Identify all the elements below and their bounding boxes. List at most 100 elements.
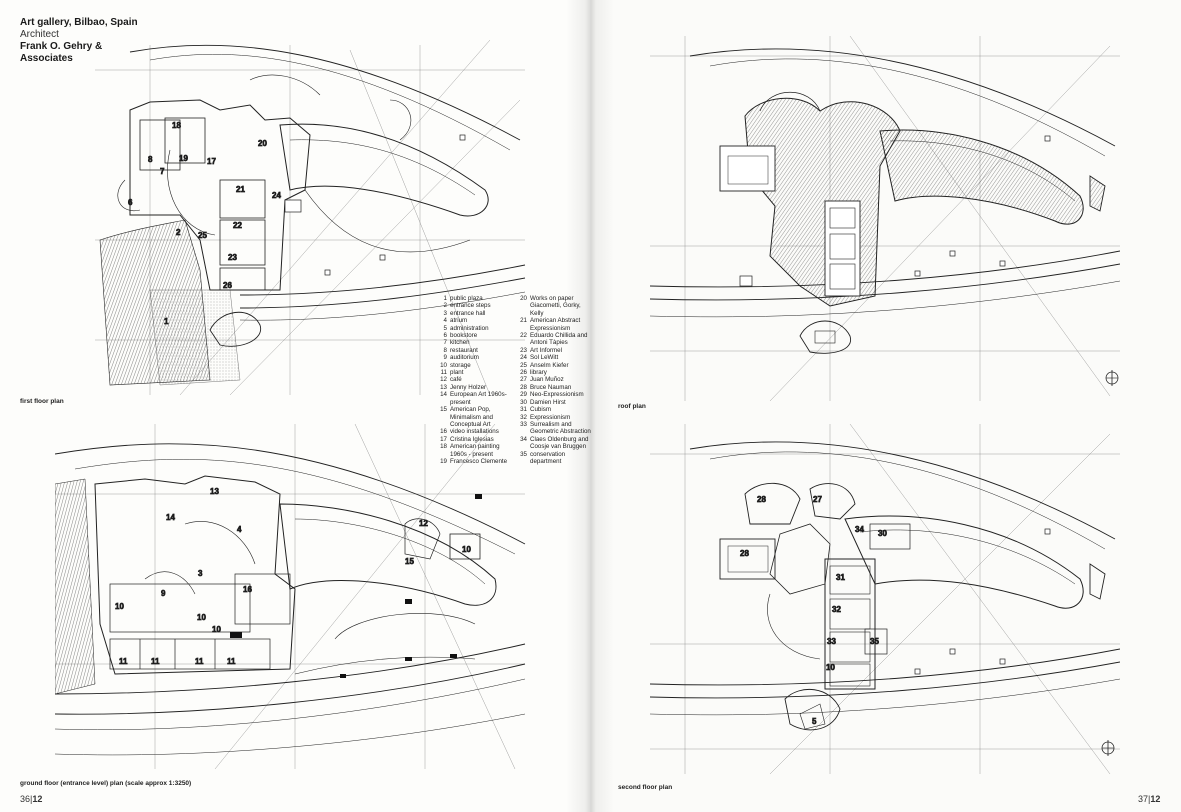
right-page-folio: 37|12 xyxy=(1138,794,1161,804)
legend-item-text: bookstore xyxy=(450,332,478,340)
room-tag: 21 xyxy=(236,185,245,194)
north-arrow-icon xyxy=(1101,740,1115,756)
legend-item-number: 15 xyxy=(440,406,447,414)
room-tag: 15 xyxy=(405,557,414,566)
legend-item-text: public plaza xyxy=(450,295,483,302)
room-tag: 10 xyxy=(115,602,124,611)
ground-floor-plan-drawing: 13 14 4 12 10 3 15 10 9 16 10 10 11 11 1… xyxy=(55,424,530,774)
legend-item-number: 7 xyxy=(443,339,447,347)
legend-item-text: conservation department xyxy=(530,450,566,465)
legend-item-text: Cristina Iglesias xyxy=(450,435,494,443)
legend-item-text: Cubism xyxy=(530,406,551,414)
legend-item-text: auditorium xyxy=(450,354,479,362)
legend-item-text: Claes Oldenburg and Coosje van Bruggen xyxy=(530,435,589,451)
room-tag: 7 xyxy=(160,167,165,176)
right-page-number: 37 xyxy=(1138,794,1149,804)
room-tag: 26 xyxy=(223,281,232,290)
right-issue-number: 12 xyxy=(1150,794,1161,804)
legend-item-text: Anselm Kiefer xyxy=(530,361,569,369)
second-floor-plan-caption: second floor plan xyxy=(618,784,673,791)
legend-item-text: Juan Muñoz xyxy=(530,376,564,384)
legend-item-number: 30 xyxy=(520,398,527,406)
legend-item-number: 25 xyxy=(520,361,527,369)
legend-item-number: 23 xyxy=(520,346,527,354)
legend-item-number: 22 xyxy=(520,332,527,340)
article-header: Art gallery, Bilbao, Spain Architect Fra… xyxy=(20,17,138,65)
room-tag: 12 xyxy=(419,519,428,528)
room-tag: 31 xyxy=(836,573,845,582)
legend-item-text: Sol LeWitt xyxy=(530,354,559,362)
first-floor-room-tags: 18 8 19 17 7 6 20 21 24 2 25 22 23 26 1 xyxy=(128,121,282,327)
room-tag: 27 xyxy=(813,495,822,504)
legend-item-number: 6 xyxy=(443,332,447,340)
legend-item-number: 13 xyxy=(440,383,447,391)
legend-item-text: Damien Hirst xyxy=(530,398,566,406)
room-tag: 11 xyxy=(227,657,236,666)
room-tag: 19 xyxy=(179,154,188,163)
legend-item-text: Jenny Holzer xyxy=(450,383,487,391)
legend-item-number: 4 xyxy=(443,317,447,325)
legend-item-number: 17 xyxy=(440,435,447,443)
room-tag: 18 xyxy=(172,121,181,130)
ground-floor-plan-caption: ground floor (entrance level) plan (scal… xyxy=(20,780,192,787)
legend-item-number: 14 xyxy=(440,391,447,399)
room-tag: 20 xyxy=(258,139,267,148)
legend-item-number: 27 xyxy=(520,376,527,384)
legend-item-number: 29 xyxy=(520,391,527,399)
architect-firm-line1: Frank O. Gehry & xyxy=(20,41,103,52)
book-gutter xyxy=(566,0,614,812)
first-floor-plan-drawing: 18 8 19 17 7 6 20 21 24 2 25 22 23 26 1 xyxy=(90,40,530,400)
legend-item-text: Eduardo Chillida and Antoni Tàpies xyxy=(530,332,588,347)
room-tag: 23 xyxy=(228,253,237,262)
legend-item-number: 9 xyxy=(443,354,447,362)
legend-item-number: 31 xyxy=(520,406,527,414)
room-tag: 17 xyxy=(207,157,216,166)
legend-item-text: kitchen xyxy=(450,339,470,347)
legend-item-text: Bruce Nauman xyxy=(530,383,572,391)
room-tag: 28 xyxy=(740,549,749,558)
second-floor-room-tags: 28 27 34 30 28 31 32 33 35 10 5 xyxy=(740,495,888,727)
architect-firm-line2: Associates xyxy=(20,53,73,64)
room-tag: 25 xyxy=(198,231,207,240)
legend-item-text: plant xyxy=(450,369,464,377)
legend-item-text: Art Informel xyxy=(530,346,562,354)
left-page-folio: 36|12 xyxy=(20,794,43,804)
legend-item-number: 18 xyxy=(440,443,447,451)
legend-item-text: American Pop, Minimalism and Conceptual … xyxy=(450,406,493,428)
left-page-number: 36 xyxy=(20,794,31,804)
legend-item-number: 11 xyxy=(440,369,447,377)
legend-item-text: storage xyxy=(450,361,471,369)
legend-item-number: 34 xyxy=(520,435,527,443)
legend-item-text: American Abstract Expressionism xyxy=(530,317,581,332)
room-tag: 9 xyxy=(161,589,166,598)
legend-item-text: Surrealism and Geometric Abstraction xyxy=(530,420,591,436)
legend-item-number: 28 xyxy=(520,383,527,391)
legend-item-number: 21 xyxy=(520,317,527,325)
room-tag: 6 xyxy=(128,198,133,207)
roof-plan-caption: roof plan xyxy=(618,403,646,410)
legend-item-text: administration xyxy=(450,324,489,332)
room-tag: 33 xyxy=(827,637,836,646)
legend-item-text: video installations xyxy=(450,428,499,436)
